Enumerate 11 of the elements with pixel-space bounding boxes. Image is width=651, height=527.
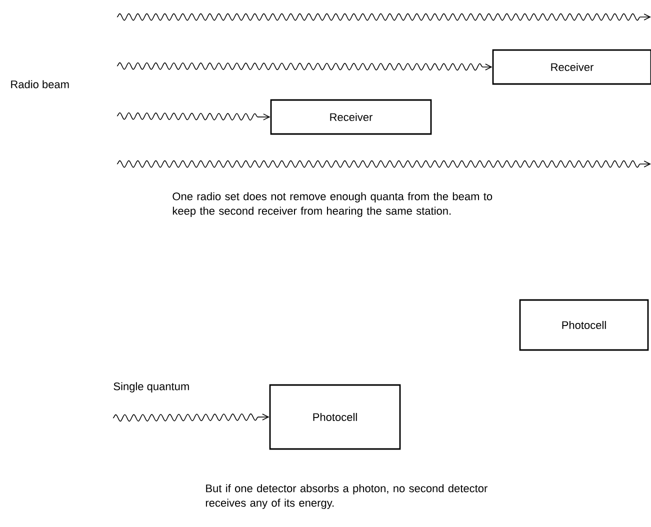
detector-box: Receiver — [270, 99, 432, 135]
detector-box: Photocell — [519, 299, 649, 351]
detector-box: Photocell — [269, 384, 401, 450]
wave-arrow — [116, 112, 270, 121]
wave-arrow — [116, 62, 492, 71]
detector-box: Receiver — [492, 49, 651, 85]
caption: One radio set does not remove enough quanta from the beam to keep the second receiver from hearing the same station. — [172, 192, 492, 217]
wave-arrow — [112, 413, 270, 422]
label: Radio beam — [11, 80, 69, 88]
caption: But if one detector absorbs a photon, no second detector receives any of its energy. — [206, 484, 488, 509]
label: Single quantum — [114, 382, 189, 392]
